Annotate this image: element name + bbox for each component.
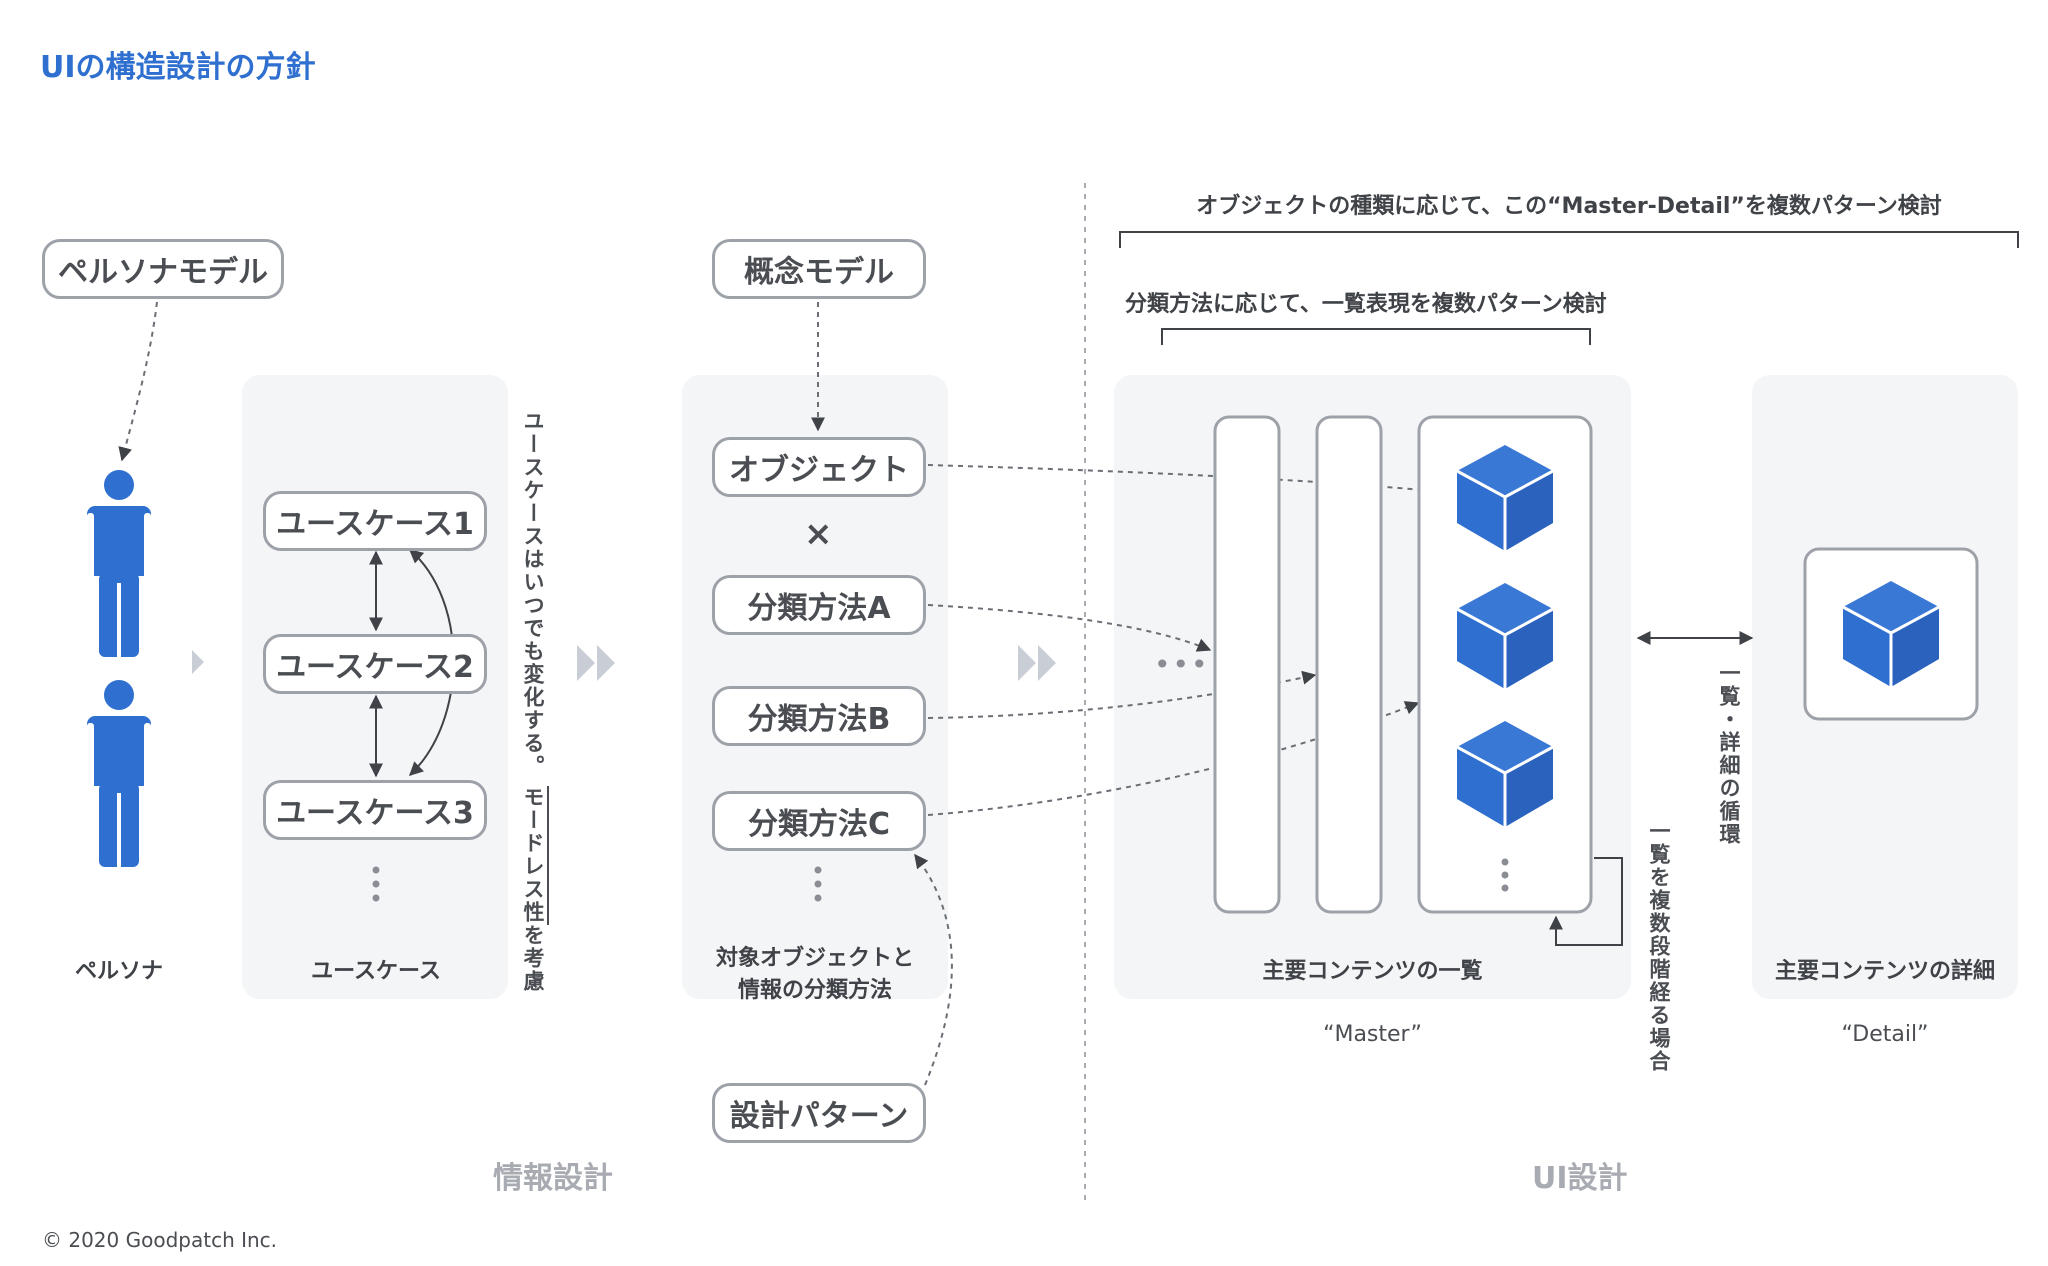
page-title: UIの構造設計の方針	[40, 50, 316, 85]
method-b-node: 分類方法B	[712, 686, 926, 746]
master-caption: 主要コンテンツの一覧	[1262, 959, 1483, 984]
persona-model-node: ペルソナモデル	[42, 239, 284, 299]
person-icon	[87, 470, 151, 657]
persona-arrow	[118, 301, 158, 462]
sub-bracket	[1161, 328, 1591, 345]
flow-chevron-icon	[1018, 645, 1036, 681]
detail-caption: 主要コンテンツの詳細	[1774, 959, 1995, 984]
object-to-cube-arrow	[927, 464, 1457, 499]
object-node: オブジェクト	[712, 437, 926, 497]
info-caption-line2: 情報の分類方法	[737, 978, 892, 1003]
flow-chevron-icon	[1038, 645, 1056, 681]
usecase-caption: ユースケース	[311, 959, 441, 984]
flow-chevron-icon	[597, 645, 615, 681]
list-column-2	[1315, 415, 1383, 914]
persona-caption: ペルソナ	[74, 959, 163, 984]
info-caption-line1: 対象オブジェクトと	[715, 946, 914, 971]
list-column-1	[1213, 415, 1281, 914]
top-bracket	[1119, 231, 2019, 248]
usecase-node-2: ユースケース2	[263, 634, 487, 694]
concept-model-node: 概念モデル	[712, 239, 926, 299]
ui-top-note: オブジェクトの種類に応じて、この“Master-Detail”を複数パターン検討	[1196, 194, 1942, 219]
flow-chevron-icon	[577, 645, 595, 681]
person-icon	[87, 680, 151, 867]
master-quote: “Master”	[1323, 1022, 1422, 1047]
times-symbol: ×	[804, 514, 833, 554]
detail-quote: “Detail”	[1841, 1022, 1929, 1047]
multi-step-note: 一覧を複数段階経る場合	[1647, 820, 1671, 1073]
pattern-arrow	[914, 853, 953, 1086]
ui-sub-note: 分類方法に応じて、一覧表現を複数パターン検討	[1125, 292, 1607, 317]
info-section-label: 情報設計	[493, 1161, 613, 1196]
method-a-arrow	[927, 604, 1212, 652]
flow-chevron-icon	[192, 650, 204, 674]
multi-step-loop	[1549, 857, 1623, 946]
usecase-note-modeless: モードレス性を考慮	[521, 786, 545, 993]
usecase-note-change: ユースケースはいつでも変化する。	[521, 410, 545, 778]
list-ellipsis: •••	[1154, 648, 1210, 681]
copyright: © 2020 Goodpatch Inc.	[42, 1228, 278, 1252]
method-a-node: 分類方法A	[712, 575, 926, 635]
usecase-node-1: ユースケース1	[263, 491, 487, 551]
ui-section-label: UI設計	[1532, 1161, 1628, 1196]
design-pattern-node: 設計パターン	[712, 1083, 926, 1143]
cycle-note: 一覧・詳細の循環	[1717, 662, 1741, 846]
usecase-node-3: ユースケース3	[263, 780, 487, 840]
method-c-node: 分類方法C	[712, 791, 926, 851]
